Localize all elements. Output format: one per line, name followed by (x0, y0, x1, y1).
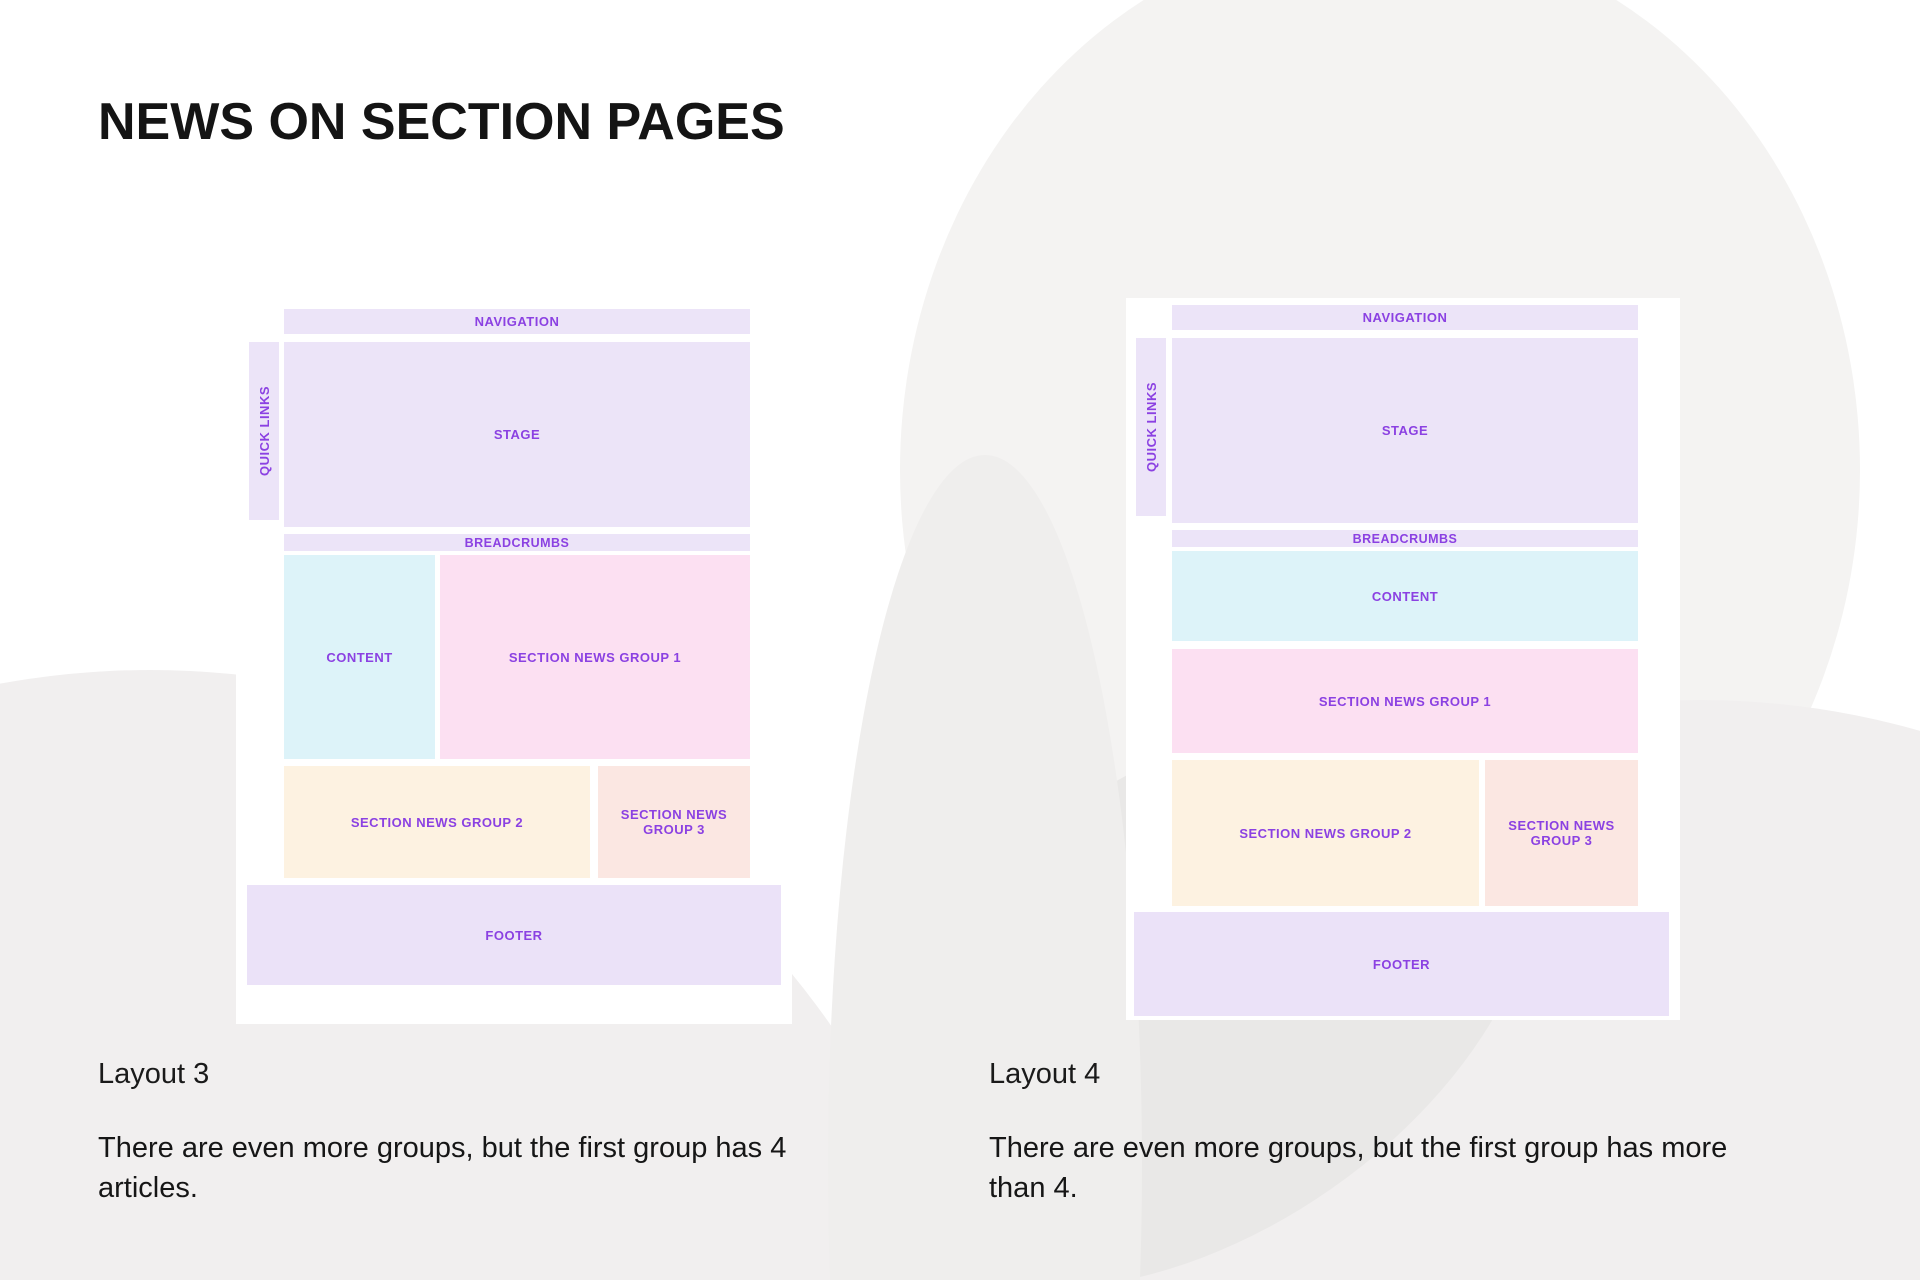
block-label: NAVIGATION (1362, 310, 1448, 325)
wireframe-block-content: CONTENT (284, 555, 435, 759)
block-label: SECTION NEWS GROUP 1 (1318, 693, 1492, 709)
wireframe-block-quick-links: QUICK LINKS (249, 342, 279, 520)
block-label: SECTION NEWS GROUP 1 (508, 649, 682, 665)
wireframe-block-breadcrumbs: BREADCRUMBS (284, 534, 750, 551)
layout4-wireframe-card: NAVIGATION QUICK LINKS STAGE BREADCRUMBS… (1126, 298, 1680, 1020)
wireframe-block-stage: STAGE (284, 342, 750, 527)
block-label: FOOTER (485, 927, 543, 943)
wireframe-block-section-news-group3: SECTION NEWS GROUP 3 (598, 766, 750, 878)
block-label: NAVIGATION (474, 314, 560, 329)
wireframe-block-footer: FOOTER (247, 885, 781, 985)
wireframe-block-stage: STAGE (1172, 338, 1638, 523)
block-label: STAGE (1381, 423, 1429, 438)
block-label: QUICK LINKS (256, 386, 272, 476)
block-label: SECTION NEWS GROUP 2 (350, 814, 524, 830)
wireframe-block-section-news-group2: SECTION NEWS GROUP 2 (1172, 760, 1479, 906)
block-label: SECTION NEWS GROUP 3 (1508, 818, 1615, 848)
wireframe-block-navigation: NAVIGATION (284, 309, 750, 334)
wireframe-block-quick-links: QUICK LINKS (1136, 338, 1166, 516)
block-label: CONTENT (326, 649, 393, 665)
layout4-name: Layout 4 (989, 1058, 1101, 1090)
block-label: BREADCRUMBS (1352, 531, 1458, 546)
block-label: QUICK LINKS (1143, 382, 1159, 472)
layout4-description: There are even more groups, but the firs… (989, 1132, 1728, 1204)
block-label: SECTION NEWS GROUP 3 (620, 807, 728, 837)
wireframe-block-content: CONTENT (1172, 551, 1638, 641)
wireframe-block-breadcrumbs: BREADCRUMBS (1172, 530, 1638, 547)
layout3-description: There are even more groups, but the firs… (98, 1132, 787, 1204)
block-label: CONTENT (1371, 588, 1439, 604)
wireframe-block-navigation: NAVIGATION (1172, 305, 1638, 330)
wireframe-block-section-news-group1: SECTION NEWS GROUP 1 (440, 555, 750, 759)
page-title: NEWS ON SECTION PAGES (98, 93, 785, 151)
block-label: STAGE (493, 427, 541, 442)
block-label: FOOTER (1372, 956, 1431, 972)
wireframe-block-footer: FOOTER (1134, 912, 1669, 1016)
wireframe-block-section-news-group3: SECTION NEWS GROUP 3 (1485, 760, 1638, 906)
block-label: BREADCRUMBS (464, 535, 570, 550)
block-label: SECTION NEWS GROUP 2 (1239, 825, 1412, 841)
wireframe-block-section-news-group2: SECTION NEWS GROUP 2 (284, 766, 590, 878)
layout3-wireframe-card: NAVIGATION QUICK LINKS STAGE BREADCRUMBS… (236, 300, 792, 1024)
layout3-name: Layout 3 (98, 1058, 210, 1090)
wireframe-block-section-news-group1: SECTION NEWS GROUP 1 (1172, 649, 1638, 753)
